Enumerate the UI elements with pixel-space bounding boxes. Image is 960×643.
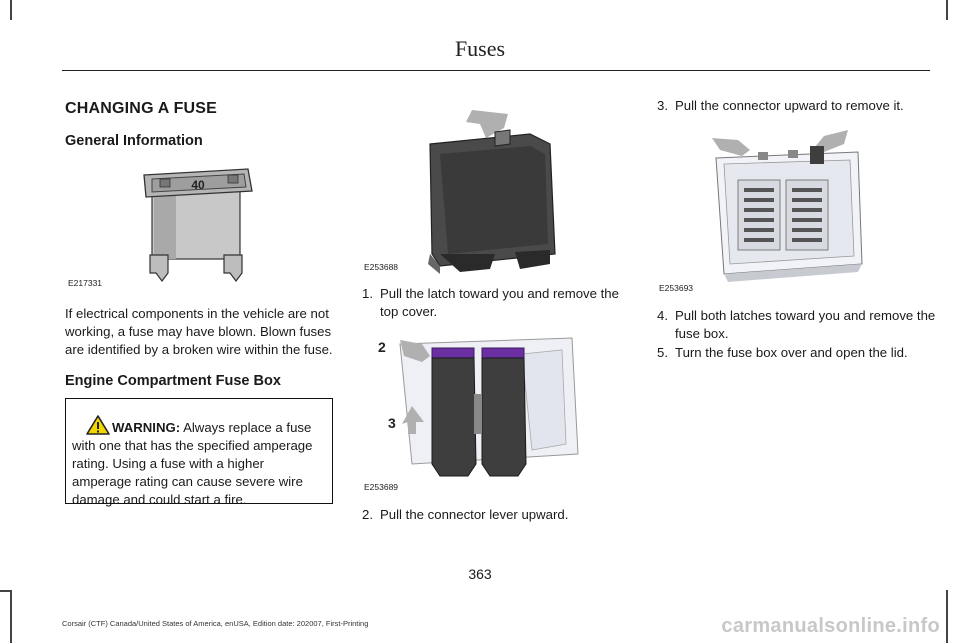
step-2: 2. Pull the connector lever upward. bbox=[362, 506, 634, 524]
step-2-text: Pull the connector lever upward. bbox=[380, 507, 569, 522]
footer-edition-text: Corsair (CTF) Canada/United States of Am… bbox=[62, 619, 369, 628]
image-code-e217331: E217331 bbox=[68, 278, 103, 288]
intro-paragraph: If electrical components in the vehicle … bbox=[65, 306, 333, 357]
step-5-text: Turn the fuse box over and open the lid. bbox=[675, 345, 908, 360]
watermark: carmanualsonline.info bbox=[721, 615, 940, 637]
step-5-number: 5. bbox=[657, 345, 668, 360]
crop-mark-top-left bbox=[10, 0, 12, 20]
step-3: 3. Pull the connector upward to remove i… bbox=[657, 97, 937, 115]
connector-lever-illustration: 2 3 bbox=[378, 337, 579, 477]
section-title: CHANGING A FUSE bbox=[65, 100, 218, 117]
crop-mark-bottom-left bbox=[10, 590, 12, 643]
step-2-number: 2. bbox=[362, 507, 373, 522]
image-code-e253693: E253693 bbox=[659, 283, 694, 293]
fuse-rating-label: 40 bbox=[191, 178, 205, 192]
fuse-illustration: 40 bbox=[143, 168, 253, 282]
image-code-e253688: E253688 bbox=[364, 262, 399, 272]
step-4-number: 4. bbox=[657, 308, 668, 323]
page-number: 363 bbox=[468, 566, 492, 582]
crop-mark-bottom-left-h bbox=[0, 590, 12, 592]
step-1-number: 1. bbox=[362, 286, 373, 301]
step-1: 1. Pull the latch toward you and remove … bbox=[362, 285, 634, 321]
callout-3: 3 bbox=[388, 415, 396, 431]
step-3-text: Pull the connector upward to remove it. bbox=[675, 98, 904, 113]
top-cover-illustration bbox=[428, 110, 556, 274]
warning-label: WARNING: bbox=[112, 420, 181, 435]
step-5: 5. Turn the fuse box over and open the l… bbox=[657, 344, 937, 362]
step-1-text: Pull the latch toward you and remove the… bbox=[380, 286, 619, 319]
engine-fuse-box-heading: Engine Compartment Fuse Box bbox=[65, 373, 281, 389]
crop-mark-top-right bbox=[946, 0, 948, 20]
fuse-box-illustration bbox=[712, 130, 863, 282]
step-4: 4. Pull both latches toward you and remo… bbox=[657, 307, 937, 343]
crop-mark-bottom-right bbox=[946, 590, 948, 643]
header-rule bbox=[62, 70, 930, 71]
warning-triangle-icon bbox=[86, 415, 110, 435]
callout-2: 2 bbox=[378, 339, 386, 355]
step-3-number: 3. bbox=[657, 98, 668, 113]
general-info-heading: General Information bbox=[65, 133, 203, 149]
warning-box: WARNING: Always replace a fuse with one … bbox=[65, 398, 333, 507]
warning-text: Always replace a fuse with one that has … bbox=[72, 420, 313, 507]
page-header-title: Fuses bbox=[454, 36, 506, 61]
image-code-e253689: E253689 bbox=[364, 482, 399, 492]
step-4-text: Pull both latches toward you and remove … bbox=[675, 308, 936, 341]
